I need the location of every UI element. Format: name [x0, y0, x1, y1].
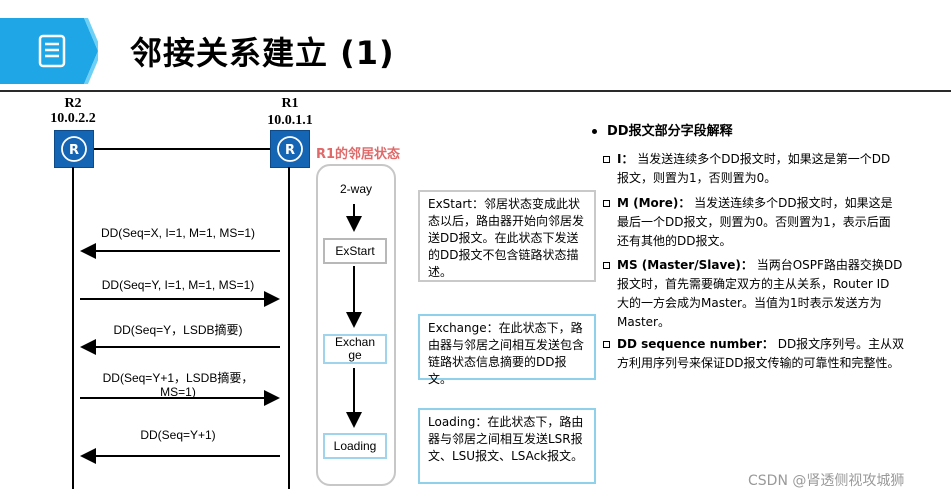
r2-timeline	[72, 167, 74, 489]
state-exchange-line2: ge	[348, 348, 362, 362]
message-label-1: DD(Seq=X, I=1, M=1, MS=1)	[100, 226, 256, 240]
square-bullet-icon	[603, 200, 610, 207]
bullet-icon	[592, 129, 597, 134]
r1-ip: 10.0.1.1	[267, 113, 313, 128]
panel-item-ms: MS (Master/Slave)： 当两台OSPF路由器交换DD 报文时，首先…	[603, 256, 917, 332]
r1-name: R1	[281, 96, 299, 111]
desc-line: 最后一个DD报文，则置为0。否则置为1，表示后面	[617, 215, 891, 229]
desc-line: Master。	[617, 315, 670, 329]
router-link	[92, 148, 270, 150]
term-i: I：	[617, 152, 634, 166]
r1-router[interactable]: R	[270, 130, 310, 168]
message-label-4: DD(Seq=Y+1，LSDB摘要，	[102, 371, 254, 385]
state-exchange: Exchan ge	[323, 334, 387, 364]
square-bullet-icon	[603, 341, 610, 348]
desc-line: 方利用序列号来保证DD报文传输的可靠性和完整性。	[617, 356, 900, 370]
watermark: CSDN @肾透侧视攻城狮	[748, 473, 905, 489]
state-column	[316, 164, 396, 486]
state-loading: Loading	[323, 433, 387, 459]
document-icon	[38, 34, 66, 68]
svg-text:R: R	[285, 143, 295, 158]
message-label-4b: MS=1)	[160, 385, 196, 399]
square-bullet-icon	[603, 262, 610, 269]
desc-line: 大的一方会成为Master。当值为1时表示发送方为	[617, 296, 882, 310]
desc-exstart: ExStart：邻居状态变成此状态以后，路由器开始向邻居发送DD报文。在此状态下…	[418, 190, 596, 282]
term-seq: DD sequence number：	[617, 337, 774, 351]
desc-line: 还有其他的DD报文。	[617, 234, 732, 248]
r2-ip: 10.0.2.2	[50, 111, 96, 126]
term-m: M (More)：	[617, 196, 691, 210]
desc-line: 报文，则置为1，否则置为0。	[617, 171, 777, 185]
desc-line: 当发送连续多个DD报文时，如果这是第一个DD	[637, 152, 891, 166]
state-2way: 2-way	[330, 180, 382, 198]
desc-line: 报文时，首先需要确定双方的主从关系，Router ID	[617, 277, 890, 291]
desc-line: 当两台OSPF路由器交换DD	[756, 258, 903, 272]
page-title: 邻接关系建立 (1)	[130, 34, 395, 72]
state-exchange-line1: Exchan	[334, 335, 376, 349]
message-label-5: DD(Seq=Y+1)	[140, 428, 216, 442]
state-exstart: ExStart	[323, 238, 387, 264]
message-label-3: DD(Seq=Y，LSDB摘要)	[113, 323, 243, 337]
panel-title: DD报文部分字段解释	[592, 120, 733, 139]
r1-timeline	[288, 167, 290, 489]
panel-item-seq: DD sequence number： DD报文序列号。主从双 方利用序列号来保…	[603, 335, 917, 373]
r2-router[interactable]: R	[54, 130, 94, 168]
term-ms: MS (Master/Slave)：	[617, 258, 753, 272]
message-label-2: DD(Seq=Y, I=1, M=1, MS=1)	[101, 278, 255, 292]
desc-loading: Loading：在此状态下，路由器与邻居之间相互发送LSR报文、LSU报文、LS…	[418, 408, 596, 484]
panel-item-i: I： 当发送连续多个DD报文时，如果这是第一个DD 报文，则置为1，否则置为0。	[603, 150, 917, 188]
panel-item-m: M (More)： 当发送连续多个DD报文时，如果这是 最后一个DD报文，则置为…	[603, 194, 917, 251]
router-icon: R	[277, 136, 303, 162]
state-caption: R1的邻居状态	[316, 147, 401, 162]
router-icon: R	[61, 136, 87, 162]
desc-line: 当发送连续多个DD报文时，如果这是	[694, 196, 893, 210]
r2-name: R2	[64, 96, 82, 111]
panel-title-text: DD报文部分字段解释	[607, 124, 733, 139]
square-bullet-icon	[603, 156, 610, 163]
desc-exchange: Exchange：在此状态下，路由器与邻居之间相互发送包含链路状态信息摘要的DD…	[418, 314, 596, 386]
title-divider	[0, 90, 951, 92]
desc-line: DD报文序列号。主从双	[777, 337, 905, 351]
svg-text:R: R	[69, 143, 79, 158]
